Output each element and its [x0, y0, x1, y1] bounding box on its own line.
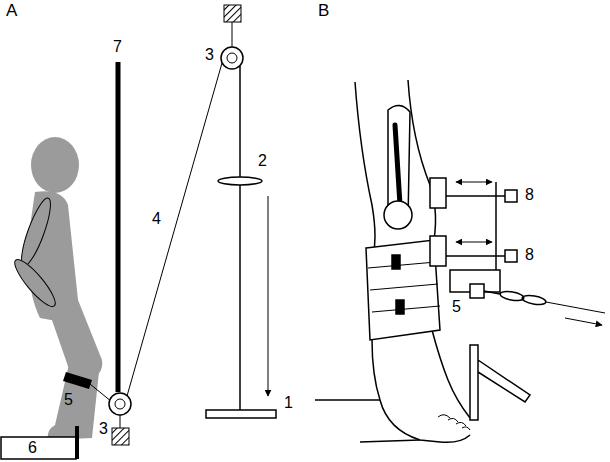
toes	[438, 415, 470, 430]
callout-number: 6	[28, 439, 37, 457]
callout-number: 1	[284, 394, 293, 412]
callout-number: 3	[99, 420, 108, 438]
anchor-block	[112, 428, 129, 445]
weight-plate	[206, 410, 276, 418]
load-cable	[484, 290, 547, 306]
foot-support	[470, 345, 530, 420]
pulley	[109, 393, 131, 415]
callout-number: 8	[525, 186, 534, 204]
knee-brace	[384, 105, 412, 229]
weight-rod	[239, 66, 241, 410]
travel-arrow	[456, 182, 492, 183]
callout-number: 5	[452, 298, 461, 316]
cable	[127, 63, 222, 396]
shin-cuff	[366, 240, 440, 340]
load-cable	[546, 302, 605, 313]
ankle-strap	[63, 372, 92, 389]
arm	[10, 195, 61, 311]
foot-stop	[75, 426, 79, 459]
anchor-block	[224, 5, 241, 22]
callout-number: 2	[258, 152, 267, 170]
pulley-hub	[227, 53, 237, 63]
pull-arrow	[565, 318, 602, 325]
pulley-mount	[232, 22, 233, 47]
pulley-mount	[120, 415, 121, 428]
measuring-frame	[430, 178, 517, 298]
panel-label: A	[6, 2, 17, 20]
drop-arrow	[268, 196, 269, 396]
callout-number: 5	[64, 391, 73, 409]
panel-label: B	[318, 2, 329, 20]
callout-number: 3	[205, 46, 214, 64]
callout-number: 4	[152, 210, 161, 228]
travel-arrow	[456, 242, 492, 243]
leg-outline	[315, 80, 470, 442]
strap-cable	[90, 384, 112, 402]
pulley-hub	[115, 399, 125, 409]
callout-number: 7	[113, 38, 122, 56]
disc	[218, 177, 262, 185]
foot-platform	[1, 437, 76, 459]
callout-number: 8	[525, 246, 534, 264]
vertical-bar	[116, 62, 121, 392]
pulley	[221, 47, 243, 69]
